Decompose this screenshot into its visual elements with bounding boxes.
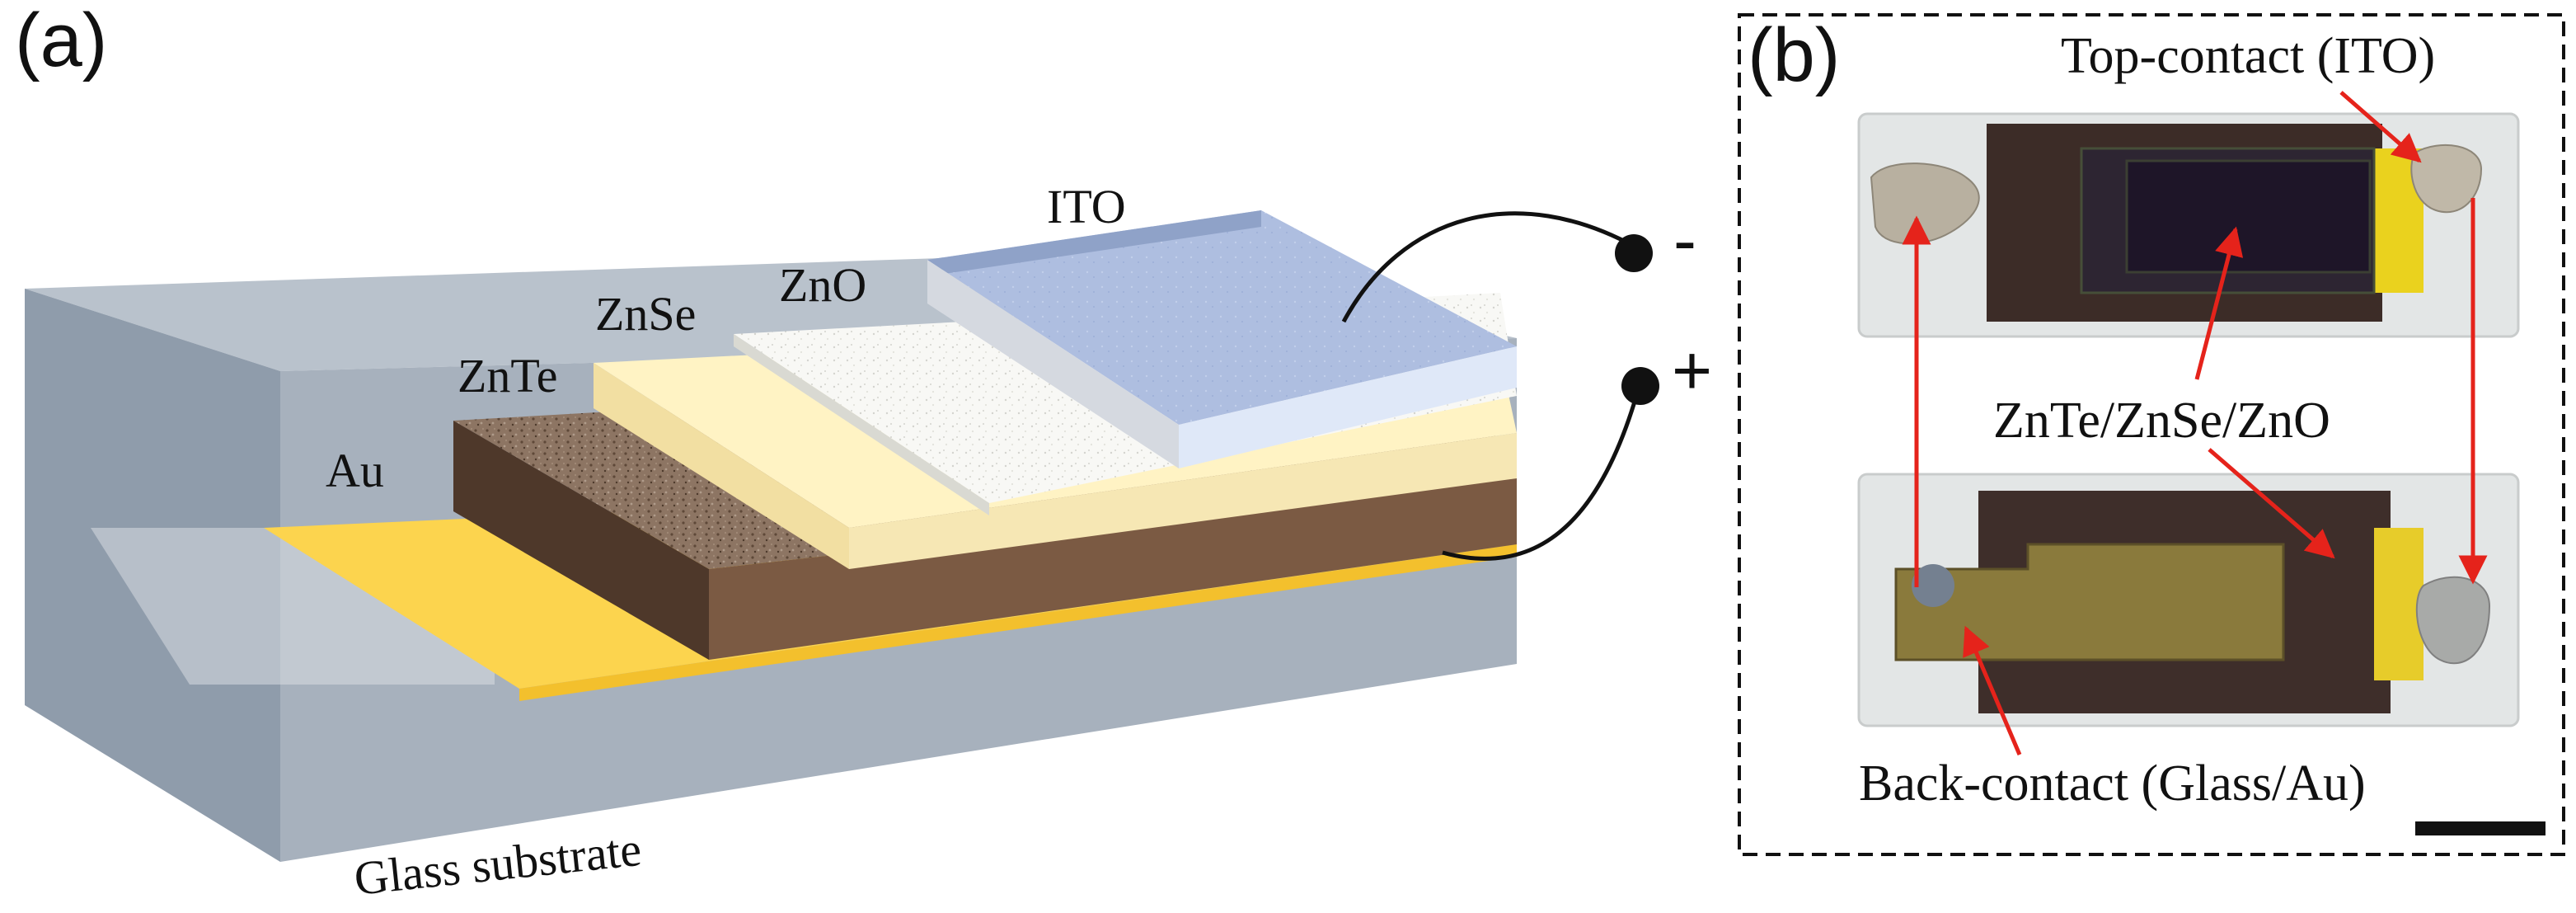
arrow-stack-bottom <box>2208 448 2335 559</box>
top-ito-film <box>2125 159 2372 274</box>
stack-label: ZnTe/ZnSe/ZnO <box>1993 393 2330 449</box>
znte-left-face <box>453 421 709 660</box>
panel-b: (b) Top-contac <box>1738 13 2565 856</box>
ito-front-face <box>1179 346 1517 468</box>
photo-top <box>1857 112 2520 338</box>
ito-back-rim <box>927 210 1261 276</box>
top-back-contact-blob <box>1870 162 1980 245</box>
arrow-stack-top <box>2194 226 2244 380</box>
zno-label: ZnO <box>779 258 866 312</box>
scale-bar <box>2415 821 2546 835</box>
negative-sign: - <box>1673 201 1696 279</box>
positive-sign: + <box>1672 332 1712 409</box>
zno-left-face <box>734 334 989 515</box>
positive-wire <box>1442 387 1641 561</box>
znse-front-face <box>849 433 1517 569</box>
znte-front-face <box>709 478 1517 660</box>
znse-left-face <box>594 363 849 569</box>
negative-terminal <box>1615 234 1653 272</box>
bottom-au-contact-pad <box>1894 543 2285 661</box>
ito-left-face <box>927 260 1179 468</box>
annotation-arrows <box>1902 91 2488 755</box>
top-front-contact-blob <box>2410 144 2483 214</box>
ito-label: ITO <box>1047 180 1126 233</box>
ito-layer <box>927 210 1517 468</box>
bottom-contact-dot <box>1912 564 1954 607</box>
arrow-back-contact-label <box>1963 625 2022 755</box>
au-front-face <box>519 544 1517 701</box>
back-contact-label: Back-contact (Glass/Au) <box>1859 755 2366 812</box>
positive-terminal <box>1621 367 1659 405</box>
znse-label: ZnSe <box>595 287 696 341</box>
panel-b-letter: (b) <box>1748 13 1840 97</box>
photo-bottom <box>1857 473 2520 727</box>
ito-top-face <box>927 210 1517 425</box>
au-label: Au <box>326 444 384 497</box>
arrow-top-contact <box>2339 91 2422 163</box>
top-contact-label: Top-contact (ITO) <box>2061 28 2435 84</box>
panel-a: (a) <box>15 0 1712 906</box>
bottom-yellow-region <box>2374 528 2424 680</box>
znte-label: ZnTe <box>457 349 558 402</box>
panel-a-letter: (a) <box>15 0 107 82</box>
negative-wire <box>1341 211 1638 323</box>
